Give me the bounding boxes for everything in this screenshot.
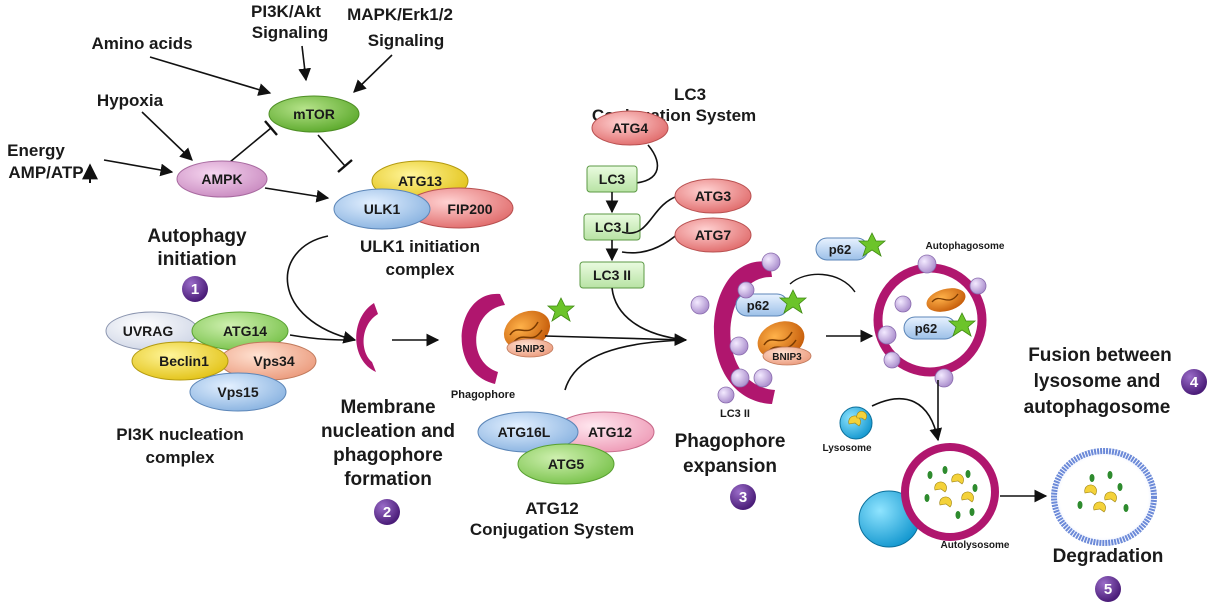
expansion-arrows <box>544 287 688 391</box>
step-4-label-line1: Fusion between <box>1028 345 1172 366</box>
step-3-number: 3 <box>739 489 747 506</box>
atg4-node: ATG4 <box>591 110 669 146</box>
ulk1-complex: ATG13 ULK1 FIP200 <box>333 160 514 230</box>
ampk-label: AMPK <box>201 171 242 187</box>
step-1-badge: 1 <box>182 276 208 302</box>
step-5-number: 5 <box>1104 581 1112 598</box>
ampk-node: AMPK <box>176 160 268 198</box>
atg3-curve <box>621 195 679 234</box>
signal-hypoxia: Hypoxia <box>97 91 164 110</box>
signal-mapk-line2: Signaling <box>368 31 445 50</box>
mtor-label: mTOR <box>293 106 335 122</box>
star-icon <box>857 232 887 257</box>
atg12-system-label-line1: ATG12 <box>525 499 579 518</box>
ulk1-complex-label-line1: ULK1 initiation <box>360 237 480 256</box>
phagophore: BNIP3 <box>461 293 576 384</box>
step-4-label-line3: autophagosome <box>1024 397 1171 418</box>
bnip3-label-1: BNIP3 <box>515 344 545 355</box>
lc3i-label: LC3 I <box>595 219 629 235</box>
uvrag-label: UVRAG <box>123 323 174 339</box>
step-5-badge: 5 <box>1095 576 1121 602</box>
signal-pi3k-akt-line1: PI3K/Akt <box>251 2 321 21</box>
atg7-label: ATG7 <box>695 227 732 243</box>
step-4-label-line2: lysosome and <box>1034 371 1161 392</box>
vps34-label: Vps34 <box>253 353 294 369</box>
autolysosome-label: Autolysosome <box>941 540 1010 551</box>
lc3i-box: LC3 I <box>583 213 641 241</box>
step-3-badge: 3 <box>730 484 756 510</box>
autolysosome <box>858 443 999 548</box>
atg3-label: ATG3 <box>695 188 732 204</box>
degradation-vesicle <box>1051 448 1157 546</box>
lc3ii-label: LC3 II <box>593 267 631 283</box>
signal-mapk-line1: MAPK/Erk1/2 <box>347 5 453 24</box>
step-1-number: 1 <box>191 281 199 298</box>
lc3ii-box: LC3 II <box>579 261 645 289</box>
step-2-label-line3: phagophore <box>333 445 443 466</box>
atg12-complex: ATG16L ATG12 ATG5 <box>477 411 655 485</box>
signal-amino-acids: Amino acids <box>91 34 192 53</box>
pi3k-complex-label-line1: PI3K nucleation <box>116 425 244 444</box>
step-5-label: Degradation <box>1053 546 1164 567</box>
pi3k-complex-label-line2: complex <box>146 448 216 467</box>
mtor-node: mTOR <box>268 95 360 133</box>
lysosome-fusion-arrow <box>871 397 943 442</box>
p62-label-3: p62 <box>915 321 937 336</box>
star-icon <box>947 312 977 337</box>
lc3-system-label-line1: LC3 <box>674 85 706 104</box>
signal-energy-line2: AMP/ATP <box>8 163 83 182</box>
atg13-label: ATG13 <box>398 173 442 189</box>
lysosome-label: Lysosome <box>822 443 872 454</box>
signal-pi3k-akt-line2: Signaling <box>252 23 329 42</box>
degradation-particles <box>924 466 978 519</box>
step-1-label-line1: Autophagy <box>147 226 247 247</box>
step-1-label-line2: initiation <box>157 249 236 270</box>
signal-arrows <box>103 45 393 203</box>
p62-label-2: p62 <box>829 242 851 257</box>
vps15-label: Vps15 <box>217 384 258 400</box>
atg3-node: ATG3 <box>674 178 752 214</box>
expanding-phagophore: p62 BNIP3 <box>690 252 856 404</box>
step-2-number: 2 <box>383 504 391 521</box>
step-2-label-line4: formation <box>344 469 432 490</box>
ulk1-label: ULK1 <box>364 201 401 217</box>
phagophore-label: Phagophore <box>451 389 515 401</box>
atg12-system-label-line2: Conjugation System <box>470 520 634 539</box>
atg12-label: ATG12 <box>588 424 632 440</box>
free-p62: p62 <box>815 232 887 261</box>
nascent-membrane <box>356 303 378 372</box>
step-3-label-line1: Phagophore <box>675 431 786 452</box>
step-2-label-line1: Membrane <box>340 397 435 418</box>
atg7-curve <box>621 231 681 254</box>
step-2-label-line2: nucleation and <box>321 421 455 442</box>
atg5-label: ATG5 <box>548 456 585 472</box>
star-icon <box>778 289 808 314</box>
step-4-badge: 4 <box>1181 369 1207 395</box>
ulk1-complex-label-line2: complex <box>386 260 456 279</box>
lc3-label: LC3 <box>599 171 626 187</box>
autophagosome: p62 <box>873 254 987 388</box>
inhibition-edges <box>229 120 353 173</box>
pi3k-complex: UVRAG ATG14 Beclin1 Vps34 Vps15 <box>105 311 317 412</box>
fip200-label: FIP200 <box>447 201 492 217</box>
atg4-label: ATG4 <box>612 120 649 136</box>
step-4-number: 4 <box>1190 374 1199 391</box>
signal-energy-line1: Energy <box>7 141 65 160</box>
step-2-badge: 2 <box>374 499 400 525</box>
autophagosome-label: Autophagosome <box>926 241 1005 252</box>
p62-label-1: p62 <box>747 298 769 313</box>
lysosome <box>839 406 873 440</box>
atg14-label: ATG14 <box>223 323 267 339</box>
atg16l-label: ATG16L <box>498 424 551 440</box>
atg7-node: ATG7 <box>674 217 752 253</box>
convergence-curves <box>286 235 357 344</box>
beclin1-label: Beclin1 <box>159 353 209 369</box>
bnip3-label-2: BNIP3 <box>772 352 802 363</box>
lc3ii-small-label: LC3 II <box>720 408 750 420</box>
lc3-box: LC3 <box>586 165 638 193</box>
star-icon <box>546 297 576 322</box>
step-3-label-line2: expansion <box>683 456 777 477</box>
